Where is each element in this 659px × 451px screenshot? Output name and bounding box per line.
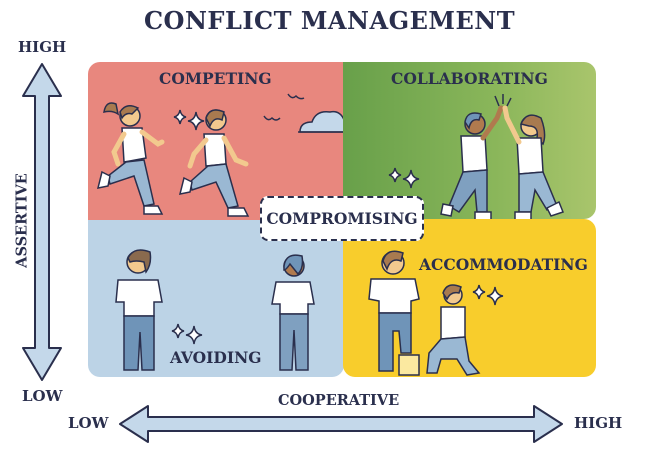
horizontal-double-arrow-icon bbox=[119, 405, 563, 443]
running-person-icon bbox=[178, 109, 250, 217]
quadrant-label-competing: COMPETING bbox=[159, 69, 272, 88]
sparkle-icon bbox=[173, 109, 205, 131]
bird-icon bbox=[263, 93, 305, 121]
sparkle-icon bbox=[472, 284, 504, 306]
running-person-ponytail-icon bbox=[96, 102, 165, 215]
diagram-title: CONFLICT MANAGEMENT bbox=[143, 6, 516, 35]
high-five-people-icon bbox=[440, 94, 564, 219]
quadrant-label-accommodating: ACCOMMODATING bbox=[419, 255, 588, 274]
quadrant-collaborating: COLLABORATING bbox=[343, 62, 596, 219]
y-axis-low-label: LOW bbox=[22, 387, 63, 405]
x-axis-label: COOPERATIVE bbox=[278, 392, 400, 409]
quadrant-label-collaborating: COLLABORATING bbox=[391, 69, 548, 88]
sparkle-icon bbox=[388, 167, 420, 189]
standing-person-back-icon bbox=[271, 254, 315, 371]
y-axis-label: ASSERTIVE bbox=[13, 173, 31, 268]
quadrant-avoiding: AVOIDING bbox=[88, 220, 344, 377]
sparkle-icon bbox=[171, 323, 203, 345]
quadrant-label-avoiding: AVOIDING bbox=[170, 348, 262, 367]
kneeling-person-icon bbox=[426, 284, 481, 376]
standing-person-on-step-icon bbox=[368, 250, 420, 376]
quadrant-accommodating: ACCOMMODATING bbox=[343, 219, 596, 377]
x-axis-high-label: HIGH bbox=[574, 414, 623, 432]
y-axis-high-label: HIGH bbox=[18, 38, 67, 56]
standing-person-back-icon bbox=[115, 249, 163, 371]
x-axis-low-label: LOW bbox=[68, 414, 109, 432]
center-compromising-box: COMPROMISING bbox=[260, 196, 424, 241]
quadrant-competing: COMPETING bbox=[88, 62, 344, 220]
vertical-double-arrow-icon bbox=[22, 63, 62, 381]
